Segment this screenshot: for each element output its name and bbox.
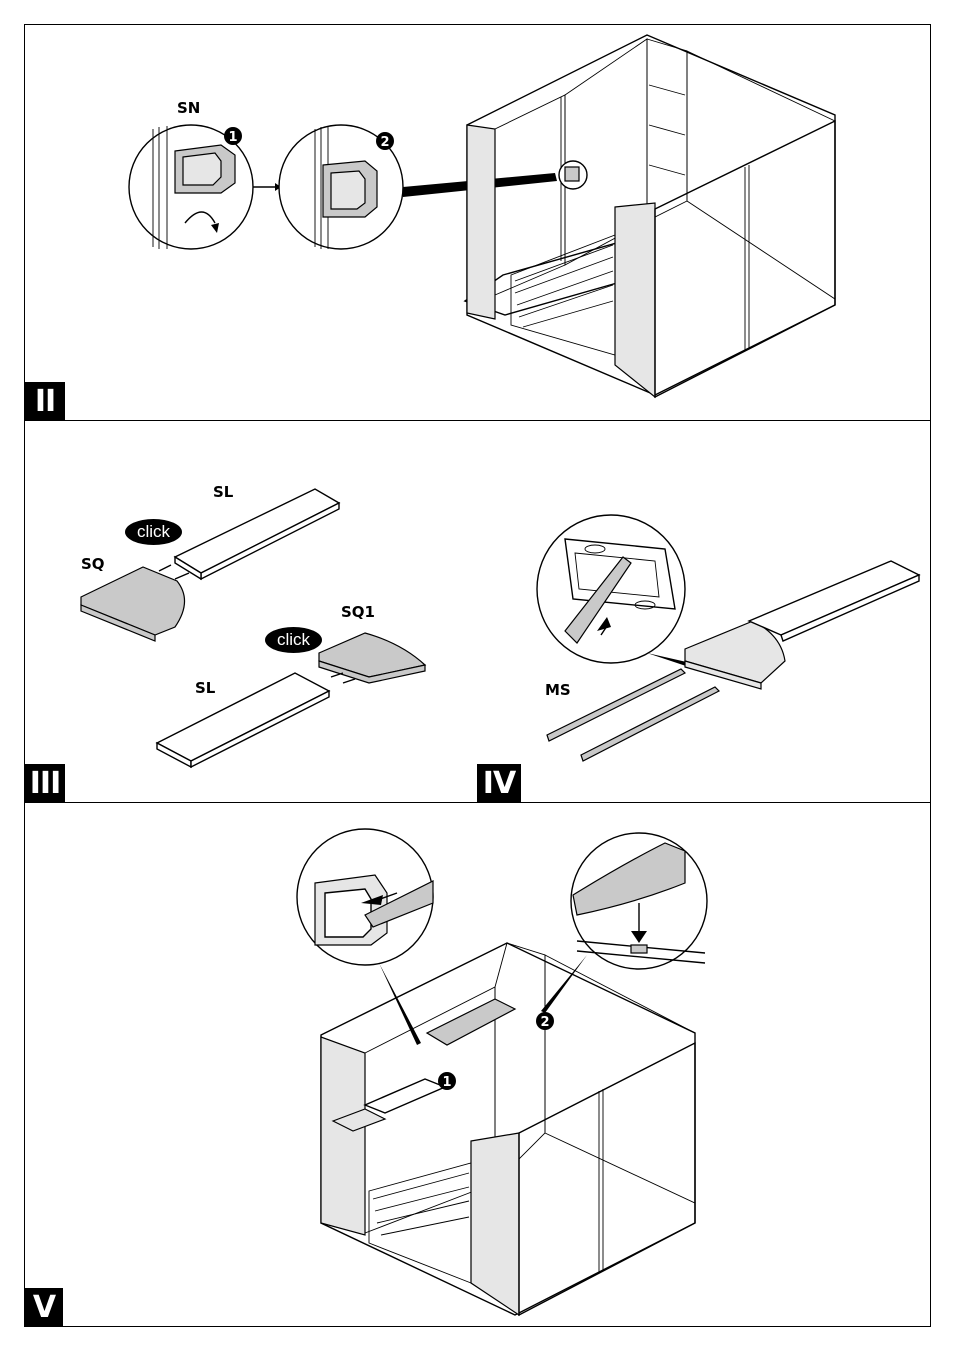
step-label-2: II	[25, 382, 65, 420]
step-5-panel: 1 2 V	[24, 802, 931, 1327]
step-5-illustration: 1 2	[25, 803, 932, 1328]
shed-drawing	[465, 35, 835, 397]
part-label-sq: SQ	[81, 555, 105, 573]
shed-with-shelves	[321, 943, 695, 1315]
rods-ms	[547, 669, 719, 761]
step-2-panel: 1 2 SN II	[24, 24, 931, 421]
part-label-sl-bottom: SL	[195, 679, 215, 697]
step-label-4: IV	[477, 764, 521, 802]
step-2-illustration: 1 2	[25, 25, 932, 422]
corner-sq1	[319, 633, 425, 683]
detail-circle-right	[571, 833, 707, 969]
corner-sq	[81, 565, 189, 641]
badge-1: 1	[442, 1075, 451, 1090]
board-sl-bottom	[157, 673, 329, 767]
detail-circle-ms	[537, 515, 685, 663]
click-callout-1: click	[125, 519, 182, 545]
step-label-3: III	[25, 764, 65, 802]
step-label-5: V	[25, 1288, 63, 1326]
part-label-sq1: SQ1	[341, 603, 375, 621]
detail-circle-left	[297, 829, 433, 965]
part-label-sl-top: SL	[213, 483, 233, 501]
board-assembly-ms	[685, 561, 919, 689]
board-sl-top	[175, 489, 339, 579]
badge-2: 2	[540, 1015, 549, 1030]
badge-1: 1	[228, 130, 237, 145]
step-3-4-illustration	[25, 421, 932, 804]
step-3-4-panel: SL SQ SQ1 SL click click MS III IV	[24, 420, 931, 803]
part-label-sn: SN	[177, 99, 200, 117]
click-callout-2: click	[265, 627, 322, 653]
part-label-ms: MS	[545, 681, 571, 699]
badge-2: 2	[380, 135, 389, 150]
